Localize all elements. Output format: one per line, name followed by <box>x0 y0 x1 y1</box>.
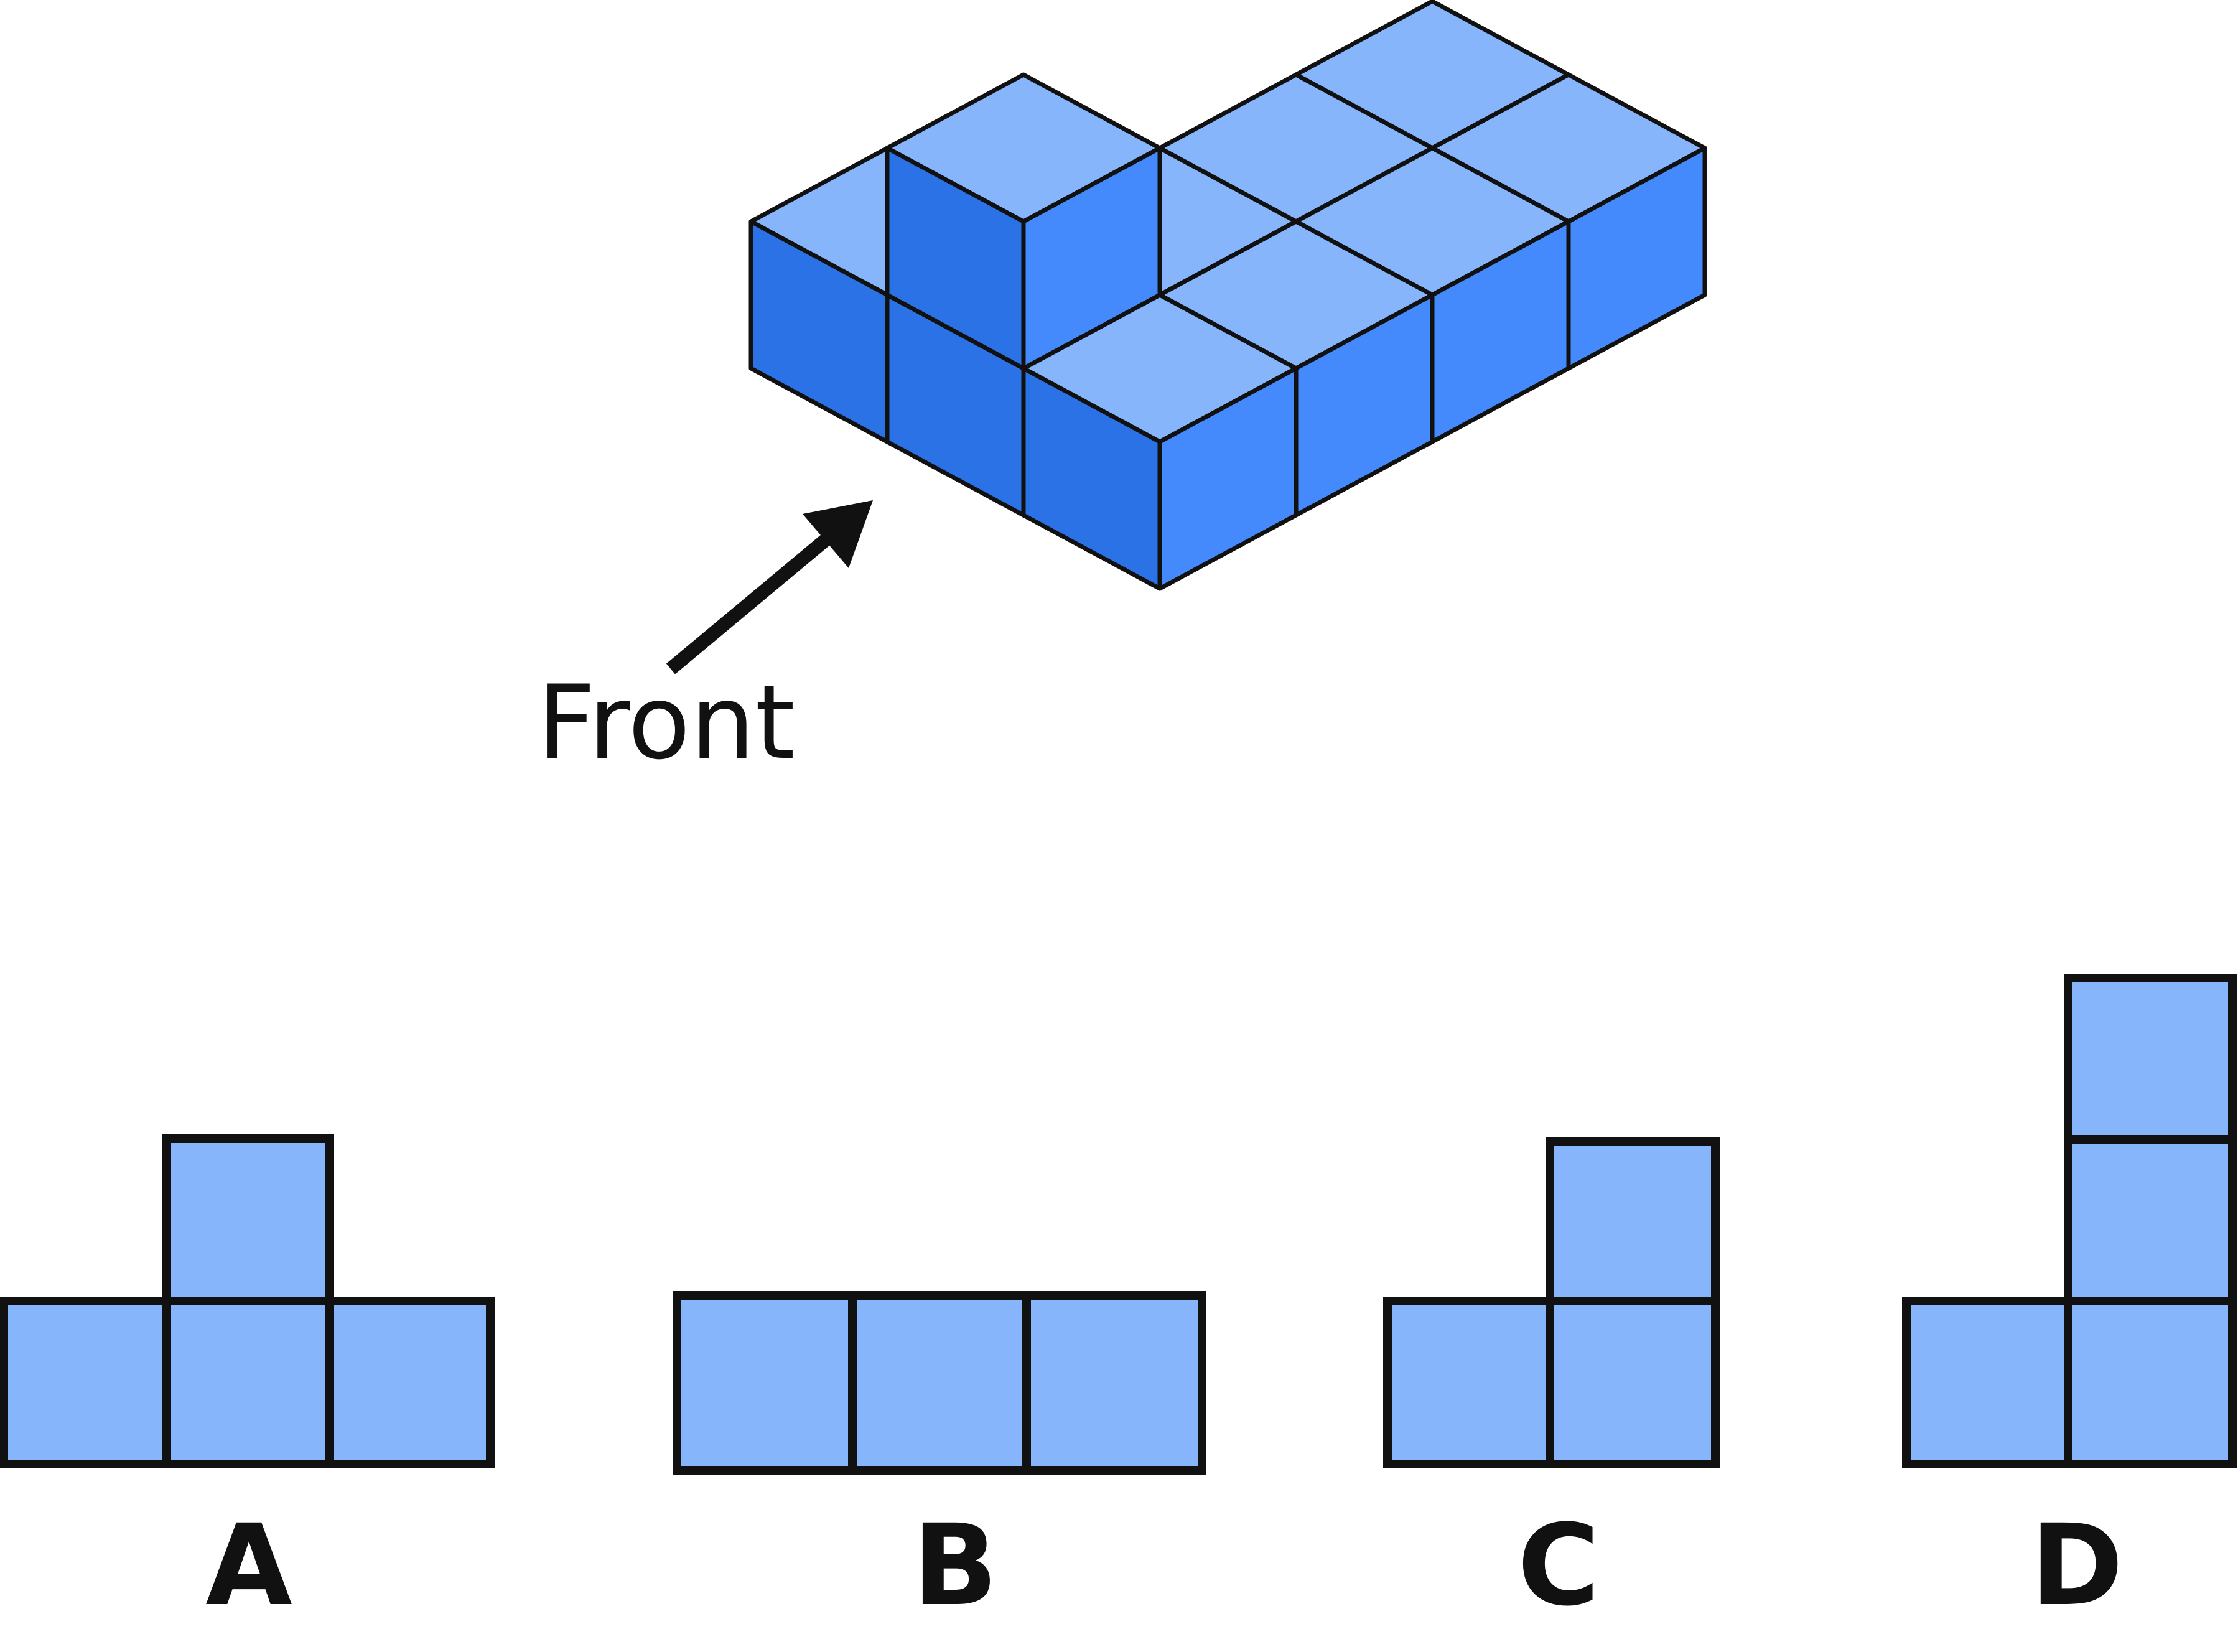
front-direction-arrow <box>666 500 873 674</box>
option-d-label: D <box>2030 1501 2123 1631</box>
view-square <box>162 1134 334 1305</box>
view-square <box>1022 1291 1206 1475</box>
view-square <box>2064 1135 2237 1305</box>
option-c-view <box>1383 1137 1720 1468</box>
front-arrow-head <box>803 500 873 568</box>
view-square <box>673 1291 857 1475</box>
cube-right-face <box>1157 366 1299 591</box>
option-a-label: A <box>205 1501 292 1631</box>
view-square <box>848 1291 1031 1475</box>
view-square <box>1383 1297 1554 1468</box>
front-arrow-shaft <box>666 533 832 674</box>
option-d[interactable]: D <box>1902 974 2237 1631</box>
view-square <box>162 1297 334 1468</box>
option-b-label: B <box>912 1501 997 1631</box>
option-c-label: C <box>1518 1501 1600 1631</box>
option-b[interactable]: B <box>673 1291 1206 1631</box>
view-square <box>1546 1297 1720 1468</box>
option-d-view <box>1902 974 2237 1468</box>
front-label: Front <box>537 663 795 782</box>
option-a[interactable]: A <box>0 1134 495 1631</box>
option-a-view <box>0 1134 495 1468</box>
isometric-cube-model <box>748 0 1707 591</box>
view-square <box>2064 974 2237 1144</box>
cube-right-face <box>1021 146 1162 371</box>
view-square <box>1546 1137 1720 1305</box>
option-c[interactable]: C <box>1383 1137 1720 1631</box>
option-b-view <box>673 1291 1206 1475</box>
view-square <box>1902 1297 2072 1468</box>
view-square <box>2064 1297 2237 1468</box>
view-square <box>325 1297 495 1468</box>
view-square <box>0 1297 171 1468</box>
